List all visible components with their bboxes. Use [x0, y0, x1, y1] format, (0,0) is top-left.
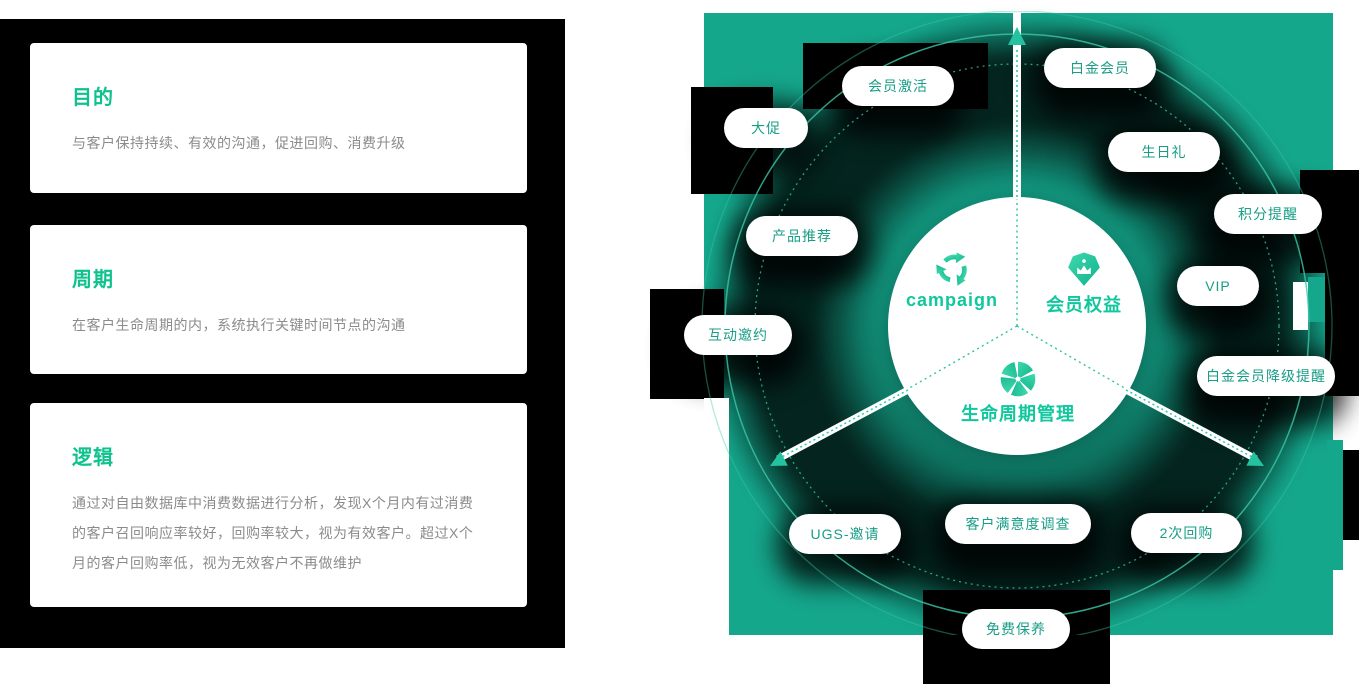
pill-vip: VIP [1177, 266, 1259, 306]
card-purpose-title: 目的 [72, 87, 114, 109]
aperture-icon [1000, 361, 1036, 397]
white-notch [704, 398, 729, 635]
card-logic: 逻辑 通过对自由数据库中消费数据进行分析，发现X个月内有过消费的客户召回响应率较… [30, 403, 527, 607]
card-logic-title: 逻辑 [72, 447, 114, 469]
pill-platinum-member: 白金会员 [1044, 48, 1156, 88]
white-notch [1293, 282, 1308, 330]
card-cycle: 周期 在客户生命周期的内，系统执行关键时间节点的沟通 [30, 225, 527, 374]
pill-member-activation: 会员激活 [842, 66, 954, 106]
card-purpose-body: 与客户保持持续、有效的沟通，促进回购、消费升级 [72, 135, 406, 151]
pill-platinum-downgrade-reminder: 白金会员降级提醒 [1197, 356, 1335, 396]
recycle-arrows-icon [936, 252, 967, 286]
teal-patch [1327, 440, 1343, 570]
pill-ugs-invite: UGS-邀请 [789, 514, 901, 554]
pill-product-recommendation: 产品推荐 [746, 216, 858, 256]
pill-customer-satisfaction-survey: 客户满意度调查 [945, 504, 1091, 544]
membership-badge-icon [1068, 252, 1100, 286]
hub-label-lifecycle-management: 生命周期管理 [961, 404, 1075, 424]
teal-patch [1308, 277, 1325, 322]
pill-birthday-gift: 生日礼 [1108, 132, 1220, 172]
card-purpose: 目的 与客户保持持续、有效的沟通，促进回购、消费升级 [30, 43, 527, 193]
card-logic-body: 通过对自由数据库中消费数据进行分析，发现X个月内有过消费的客户召回响应率较好，回… [72, 495, 474, 571]
pill-interaction-invite: 互动邀约 [684, 315, 792, 355]
pill-second-repurchase: 2次回购 [1131, 513, 1242, 553]
pill-big-promotion: 大促 [724, 108, 808, 148]
card-cycle-body: 在客户生命周期的内，系统执行关键时间节点的沟通 [72, 317, 406, 333]
hub-label-member-benefits: 会员权益 [1046, 295, 1122, 315]
pill-points-reminder: 积分提醒 [1214, 194, 1322, 234]
pill-free-maintenance: 免费保养 [962, 609, 1070, 649]
card-cycle-title: 周期 [72, 269, 114, 291]
